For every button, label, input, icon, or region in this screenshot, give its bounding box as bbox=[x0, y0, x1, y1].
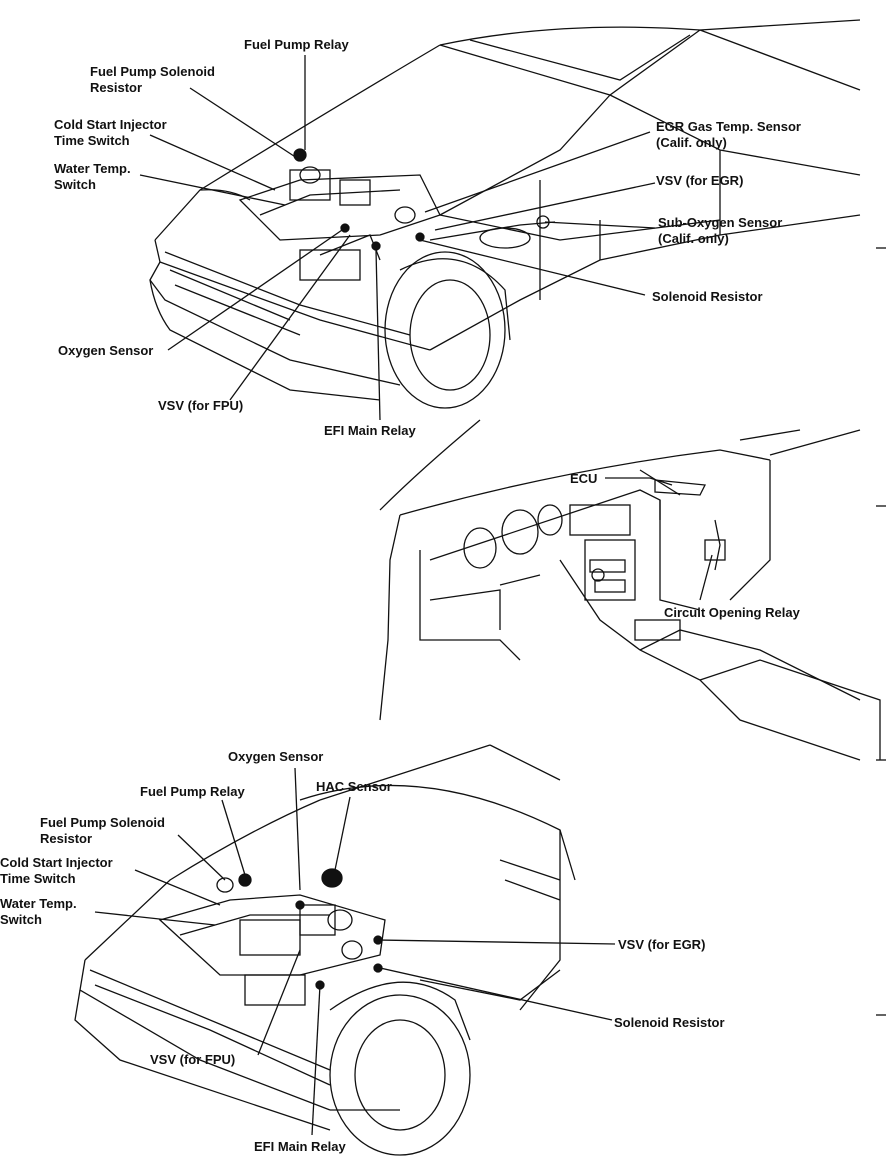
label-sub-oxygen-sensor: Sub-Oxygen Sensor (Calif. only) bbox=[658, 215, 783, 246]
label-water-temp-switch-bottom: Water Temp. Switch bbox=[0, 896, 77, 927]
label-efi-main-relay-bottom: EFI Main Relay bbox=[254, 1139, 346, 1154]
label-solenoid-resistor-top: Solenoid Resistor bbox=[652, 289, 763, 304]
label-fuel-pump-relay-bottom: Fuel Pump Relay bbox=[140, 784, 245, 799]
label-vsv-for-fpu-bottom: VSV (for FPU) bbox=[150, 1052, 236, 1067]
bottom-car-illustration bbox=[74, 744, 576, 1156]
dashboard-illustration bbox=[379, 419, 881, 761]
label-circuit-opening-relay: Circuit Opening Relay bbox=[664, 605, 800, 620]
label-egr-gas-temp-sensor: EGR Gas Temp. Sensor (Calif. only) bbox=[656, 119, 801, 150]
label-vsv-for-egr-bottom: VSV (for EGR) bbox=[618, 937, 706, 952]
label-efi-main-relay-top: EFI Main Relay bbox=[324, 423, 416, 438]
top-car-illustration bbox=[149, 19, 861, 409]
leader-lines bbox=[94, 55, 713, 1136]
label-fuel-pump-relay-top: Fuel Pump Relay bbox=[244, 37, 349, 52]
label-ecu: ECU bbox=[570, 471, 598, 486]
label-cold-start-injector-top: Cold Start Injector Time Switch bbox=[54, 117, 167, 148]
label-solenoid-resistor-bottom: Solenoid Resistor bbox=[614, 1015, 725, 1030]
label-oxygen-sensor-bottom: Oxygen Sensor bbox=[228, 749, 324, 764]
label-fuel-pump-solenoid-resistor-bottom: Fuel Pump Solenoid Resistor bbox=[40, 815, 165, 846]
label-water-temp-switch-top: Water Temp. Switch bbox=[54, 161, 131, 192]
label-vsv-for-fpu-top: VSV (for FPU) bbox=[158, 398, 244, 413]
label-fuel-pump-solenoid-resistor-top: Fuel Pump Solenoid Resistor bbox=[90, 64, 215, 95]
label-hac-sensor: HAC Sensor bbox=[316, 779, 392, 794]
label-vsv-for-egr-top: VSV (for EGR) bbox=[656, 173, 744, 188]
label-oxygen-sensor-top: Oxygen Sensor bbox=[58, 343, 154, 358]
label-cold-start-injector-bottom: Cold Start Injector Time Switch bbox=[0, 855, 113, 886]
